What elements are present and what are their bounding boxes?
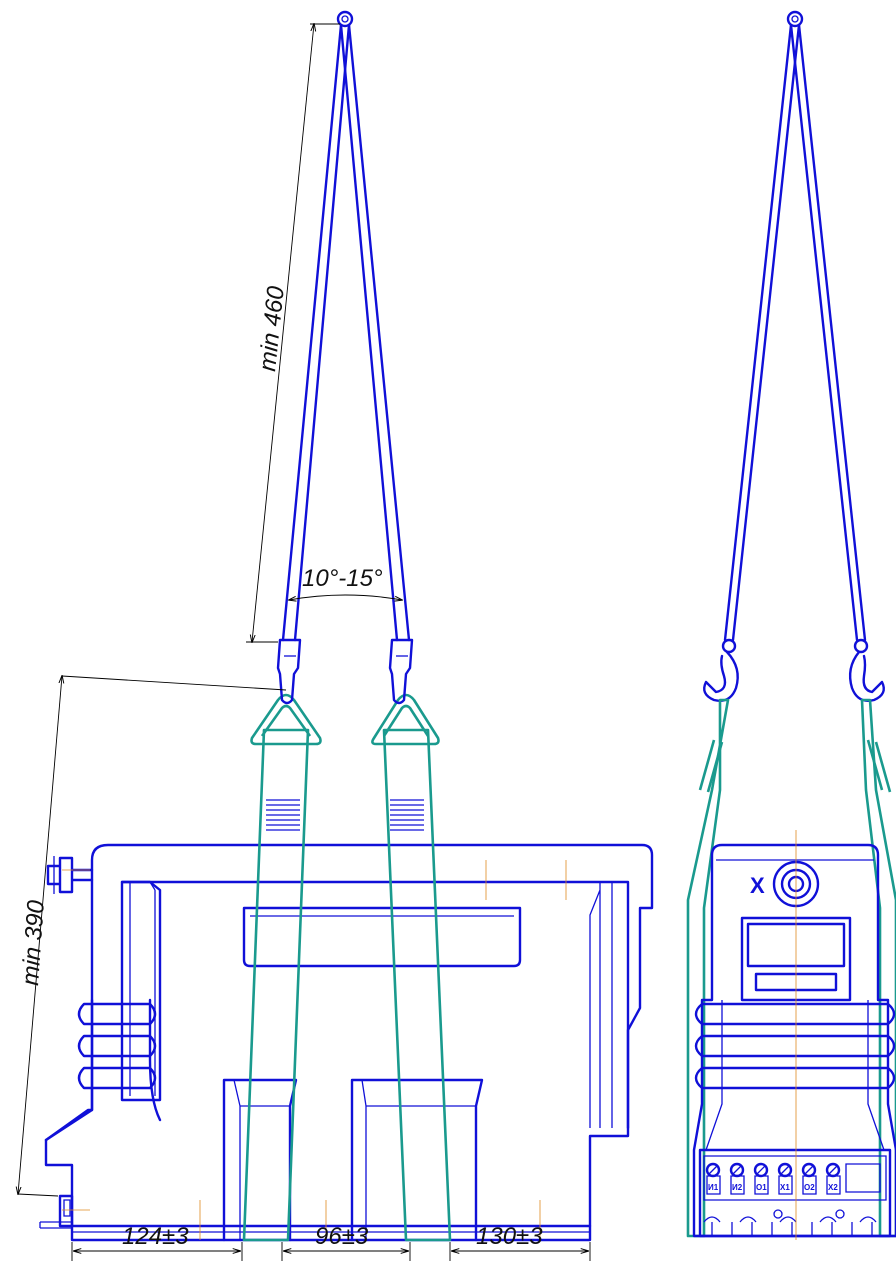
terminal-1: И1 xyxy=(705,1162,721,1195)
side-view: min 460 10°-15° min 390 124±3 96±3 130±3 xyxy=(17,10,654,1261)
slings-front xyxy=(686,698,896,1238)
terminal-2-label: И2 xyxy=(732,1183,743,1192)
left-sling xyxy=(242,693,322,1242)
axis-marks-side xyxy=(62,860,567,1240)
terminal-strip: И1 И2 О1 Х1 О2 xyxy=(705,1162,841,1195)
terminal-1-label: И1 xyxy=(708,1183,719,1192)
dimension-lines-side xyxy=(18,24,591,1261)
transformer-body-front: X xyxy=(692,843,896,1238)
bushing-mark: X xyxy=(750,873,765,898)
height-label: min 390 xyxy=(17,899,50,987)
terminal-4: Х1 xyxy=(777,1162,793,1195)
terminal-4-label: Х1 xyxy=(780,1183,790,1192)
terminal-2: И2 xyxy=(729,1162,745,1195)
terminal-3-label: О1 xyxy=(756,1183,767,1192)
middle-span-label: 96±3 xyxy=(315,1223,369,1250)
transformer-body-side xyxy=(39,843,654,1242)
terminal-6: Х2 xyxy=(825,1162,841,1195)
right-sling xyxy=(371,693,452,1242)
terminal-3: О1 xyxy=(753,1162,769,1195)
lifting-rope-side xyxy=(276,10,414,705)
left-offset-label: 124±3 xyxy=(122,1223,189,1250)
front-view: X И1 xyxy=(686,10,896,1240)
terminal-5-label: О2 xyxy=(804,1183,815,1192)
lifting-rope-front xyxy=(703,10,885,702)
terminal-6-label: Х2 xyxy=(828,1183,838,1192)
right-offset-label: 130±3 xyxy=(476,1223,543,1250)
sling-angle-label: 10°-15° xyxy=(302,565,383,592)
sling-length-label: min 460 xyxy=(254,284,290,372)
terminal-5: О2 xyxy=(801,1162,817,1195)
